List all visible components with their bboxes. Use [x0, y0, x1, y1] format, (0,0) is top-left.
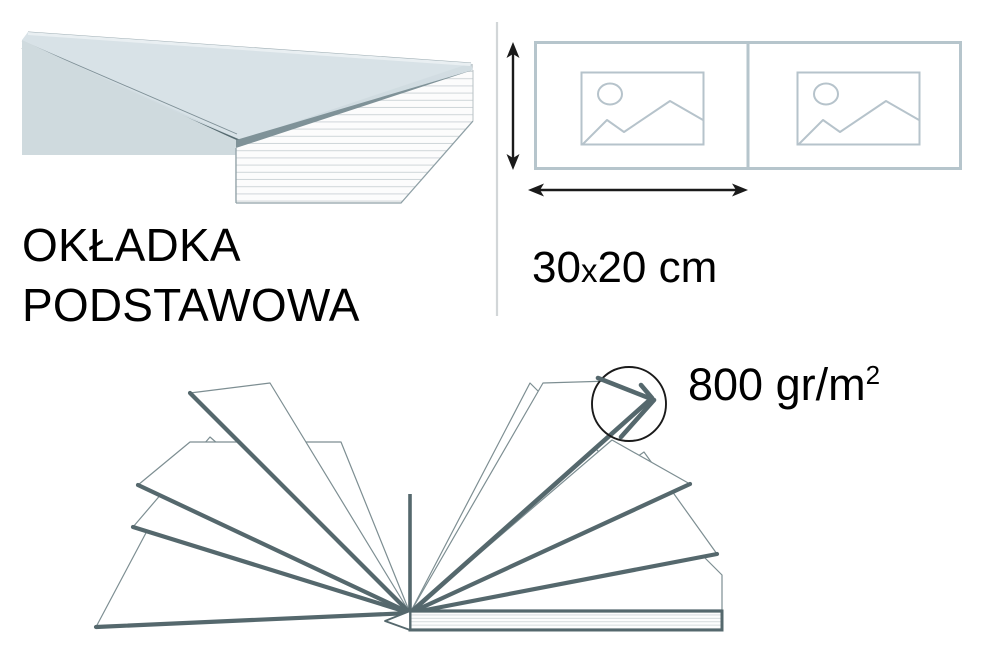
- cover-label-line-1: OKŁADKA: [22, 219, 241, 271]
- book-spread-illustration: [506, 41, 962, 197]
- spread-size-height: 20: [597, 243, 647, 292]
- cover-stack-front: [235, 70, 474, 204]
- cover-label: OKŁADKA PODSTAWOWA: [22, 222, 360, 328]
- fan-sheet-left-front: [187, 382, 413, 616]
- fan-sheet-right-mid-high: [407, 439, 693, 616]
- magnifier-circle-icon: [591, 366, 667, 442]
- magnified-sheet-corner: [595, 375, 657, 440]
- spread-size-unit: cm: [658, 243, 718, 292]
- image-placeholder-icon-right: [796, 71, 921, 146]
- cover-hinge-line: [21, 40, 238, 135]
- horizontal-dimension-arrow: [528, 183, 748, 197]
- spread-size-width: 30: [532, 243, 581, 292]
- cover-left-face: [22, 40, 236, 155]
- paper-weight-exponent: 2: [865, 360, 881, 390]
- spread-size-separator: x: [580, 252, 598, 289]
- image-placeholder-icon-left: [580, 71, 705, 146]
- paper-weight-label: 800 gr/m2: [688, 362, 880, 407]
- fan-sheet-left-inner: [135, 441, 413, 616]
- cover-board-upper: [22, 32, 471, 140]
- cover-label-line-2: PODSTAWOWA: [22, 279, 360, 331]
- cover-illustration: [21, 31, 474, 204]
- cover-highlight: [28, 32, 471, 66]
- paper-weight-unit: gr/m: [775, 359, 866, 410]
- spread-size-label: 30x20 cm: [532, 246, 717, 290]
- page-block: [384, 609, 724, 632]
- fanned-pages-illustration: [93, 366, 724, 632]
- vertical-dimension-arrow: [506, 42, 520, 170]
- paper-weight-value: 800: [688, 359, 764, 410]
